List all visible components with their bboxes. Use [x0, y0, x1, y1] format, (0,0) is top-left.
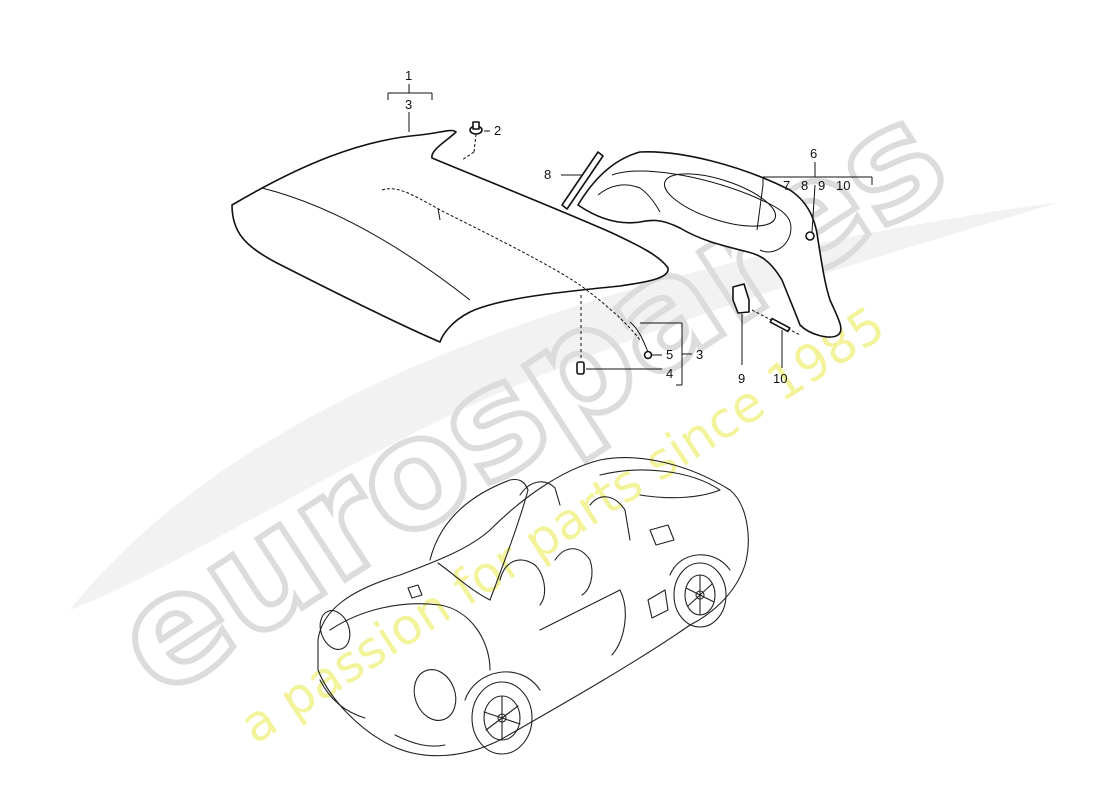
- callout-3-side: 3: [696, 347, 703, 362]
- callout-1: 1: [405, 68, 412, 83]
- callout-2: 2: [494, 123, 501, 138]
- hardtop-shell: [231, 129, 669, 343]
- seal-strip-part: 8: [544, 151, 604, 210]
- callout-8-top: 8: [801, 178, 808, 193]
- callout-3-top: 3: [405, 97, 412, 112]
- callout-10-bottom: 10: [773, 371, 787, 386]
- bracket-parts: 9 10: [732, 283, 801, 386]
- callout-group-1: 1 3: [387, 68, 433, 132]
- pin-parts: 5 4 3: [576, 295, 703, 386]
- watermark-brand: eurospares: [85, 68, 975, 730]
- knob-part: 2: [461, 121, 501, 161]
- callout-7: 7: [783, 178, 790, 193]
- callout-4: 4: [666, 366, 673, 381]
- callout-group-6: 6 7 8 9 10: [756, 146, 873, 231]
- headliner-part: [577, 151, 842, 338]
- callout-9-bottom: 9: [738, 371, 745, 386]
- callout-8: 8: [544, 167, 551, 182]
- watermark: eurospares a passion for parts since 198…: [70, 65, 1060, 755]
- callout-5: 5: [666, 347, 673, 362]
- callout-9-top: 9: [818, 178, 825, 193]
- car-illustration: [317, 457, 749, 757]
- callout-10-top: 10: [836, 178, 850, 193]
- callout-6: 6: [810, 146, 817, 161]
